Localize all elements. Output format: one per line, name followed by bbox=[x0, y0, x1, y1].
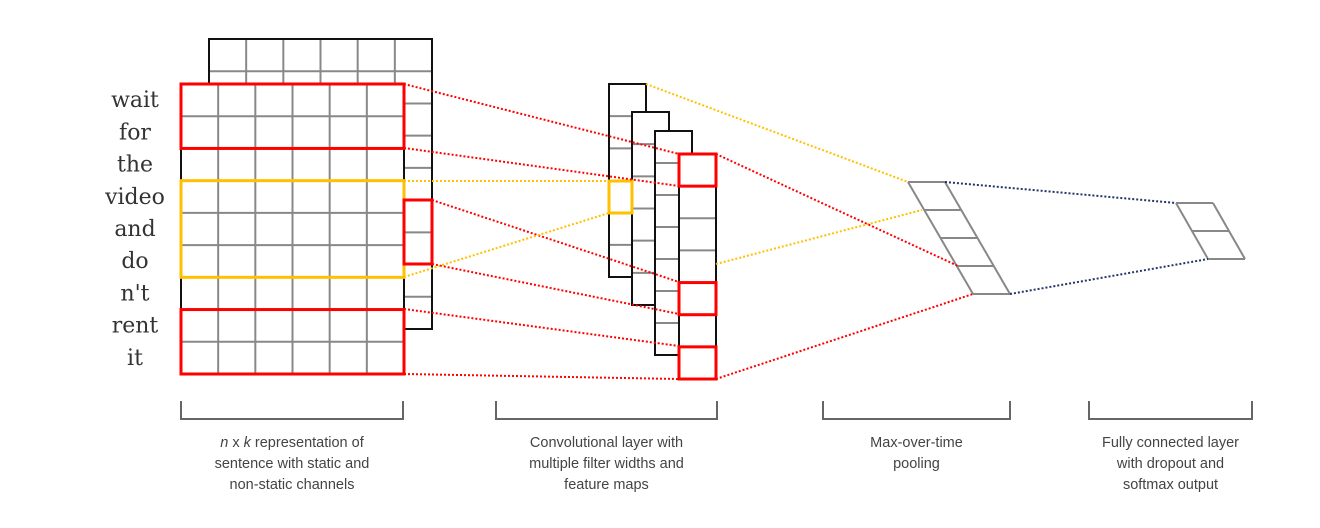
sentence-word: it bbox=[127, 346, 143, 371]
connection-line bbox=[645, 83, 909, 183]
caption-convolution-line: multiple filter widths and bbox=[529, 456, 684, 472]
feature-map-yellow-cell bbox=[607, 179, 634, 215]
input-matrix bbox=[179, 38, 434, 376]
sentence-word: wait bbox=[111, 88, 159, 113]
connection-line bbox=[403, 212, 610, 278]
filter-width-2-red-bottom-highlight bbox=[179, 308, 406, 376]
connection-line bbox=[403, 83, 680, 155]
caption-text: with dropout and bbox=[1116, 456, 1224, 472]
sentence-word: for bbox=[119, 120, 151, 145]
connections bbox=[403, 83, 1209, 380]
connection-line bbox=[715, 209, 923, 265]
caption-convolution-line: Convolutional layer with bbox=[530, 435, 683, 451]
connection-line bbox=[715, 293, 974, 380]
caption-pooling-line: pooling bbox=[893, 456, 940, 472]
connection-line bbox=[944, 181, 1177, 204]
caption-input-line: non-static channels bbox=[230, 477, 355, 493]
caption-text: feature maps bbox=[564, 477, 649, 493]
caption-text: softmax output bbox=[1123, 477, 1218, 493]
caption-convolution-bracket bbox=[495, 401, 718, 420]
caption-input-line: n x k representation of bbox=[220, 435, 364, 451]
caption-text: Convolutional layer with bbox=[530, 435, 683, 451]
caption-text: n bbox=[220, 435, 228, 451]
sentence-word: rent bbox=[112, 314, 159, 339]
caption-input-bracket bbox=[180, 401, 404, 420]
caption-text: non-static channels bbox=[230, 477, 355, 493]
sentence-words: wait for the video and do n't rent it bbox=[104, 88, 165, 371]
caption-text: k bbox=[244, 435, 252, 451]
caption-text: representation of bbox=[251, 435, 365, 451]
section-captions: n x k representation of sentence with sta… bbox=[215, 435, 1240, 493]
caption-text: pooling bbox=[893, 456, 940, 472]
pooling-layer bbox=[907, 181, 1011, 295]
caption-text: Fully connected layer bbox=[1102, 435, 1239, 451]
caption-fully-connected-line: Fully connected layer bbox=[1102, 435, 1239, 451]
sentence-word: n't bbox=[120, 281, 149, 306]
caption-text: sentence with static and bbox=[215, 456, 370, 472]
caption-pooling-bracket bbox=[822, 401, 1011, 420]
caption-text: x bbox=[228, 435, 243, 451]
sentence-word: and bbox=[114, 217, 155, 242]
sentence-word: video bbox=[104, 185, 165, 210]
feature-map-highlighted-cell bbox=[677, 281, 718, 317]
caption-input-line: sentence with static and bbox=[215, 456, 370, 472]
connection-line bbox=[1009, 258, 1209, 295]
sentence-word: do bbox=[121, 249, 148, 274]
caption-fully-connected-bracket bbox=[1088, 401, 1253, 420]
filter-width-2-red-top-highlight bbox=[179, 82, 406, 150]
channel-non-static bbox=[180, 83, 405, 375]
feature-map-4 bbox=[677, 152, 718, 381]
caption-text: Max-over-time bbox=[870, 435, 963, 451]
back-channel-filter-highlight bbox=[402, 198, 434, 266]
feature-map-4-frame bbox=[678, 153, 717, 380]
connection-line bbox=[403, 308, 680, 347]
connection-line bbox=[715, 153, 959, 267]
caption-fully-connected-line: softmax output bbox=[1123, 477, 1218, 493]
connection-line bbox=[403, 373, 680, 380]
feature-map-highlighted-cell bbox=[677, 152, 718, 188]
connection-line bbox=[431, 199, 680, 283]
fully-connected-output bbox=[1175, 202, 1246, 260]
section-brackets bbox=[180, 401, 1253, 420]
caption-pooling-line: Max-over-time bbox=[870, 435, 963, 451]
caption-text: multiple filter widths and bbox=[529, 456, 684, 472]
feature-map-highlighted-cell bbox=[677, 345, 718, 381]
caption-fully-connected-line: with dropout and bbox=[1116, 456, 1224, 472]
convolution-layer bbox=[607, 83, 718, 381]
caption-convolution-line: feature maps bbox=[564, 477, 649, 493]
sentence-word: the bbox=[117, 153, 153, 178]
